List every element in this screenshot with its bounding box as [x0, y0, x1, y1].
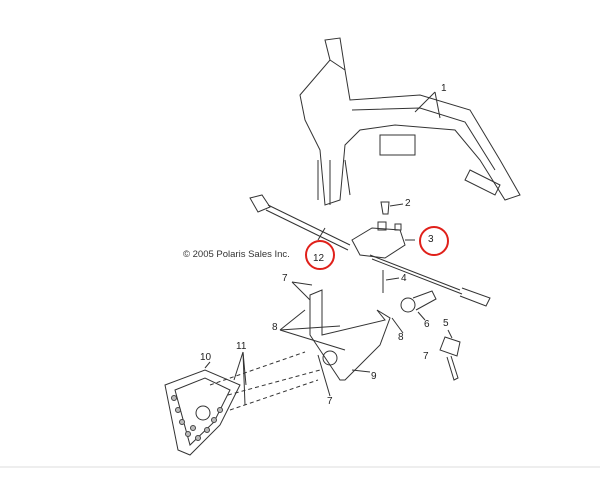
callout-10: 10	[200, 352, 212, 363]
frame-part-1	[299, 37, 521, 206]
callout-7a: 7	[282, 273, 288, 284]
fastener-lines	[209, 351, 321, 411]
highlight-ring-12	[305, 240, 335, 270]
bottom-divider	[0, 466, 600, 468]
callout-6: 6	[424, 319, 430, 330]
callout-3: 3	[428, 234, 434, 245]
callout-4: 4	[401, 273, 407, 284]
callout-8a: 8	[272, 322, 278, 333]
copyright-notice: © 2005 Polaris Sales Inc.	[183, 249, 290, 260]
callout-7c: 7	[327, 396, 333, 407]
callout-9: 9	[371, 371, 377, 382]
callout-8b: 8	[398, 332, 404, 343]
highlight-ring-3	[419, 226, 449, 256]
callout-5: 5	[443, 318, 449, 329]
callout-2: 2	[405, 198, 411, 209]
callout-7b: 7	[423, 351, 429, 362]
callout-12: 12	[313, 253, 325, 264]
callout-11: 11	[236, 341, 247, 352]
key-part-5	[439, 329, 461, 381]
pin-part-4	[382, 270, 400, 293]
bracket-part-9	[309, 289, 391, 381]
leader-lines	[233, 281, 404, 406]
switch-part-3	[351, 221, 415, 259]
bezel-part-10	[164, 361, 241, 456]
cable-part-12	[249, 194, 491, 307]
ignition-part-6	[400, 290, 437, 321]
callout-1: 1	[441, 83, 447, 94]
bolt-part-2	[380, 201, 404, 215]
